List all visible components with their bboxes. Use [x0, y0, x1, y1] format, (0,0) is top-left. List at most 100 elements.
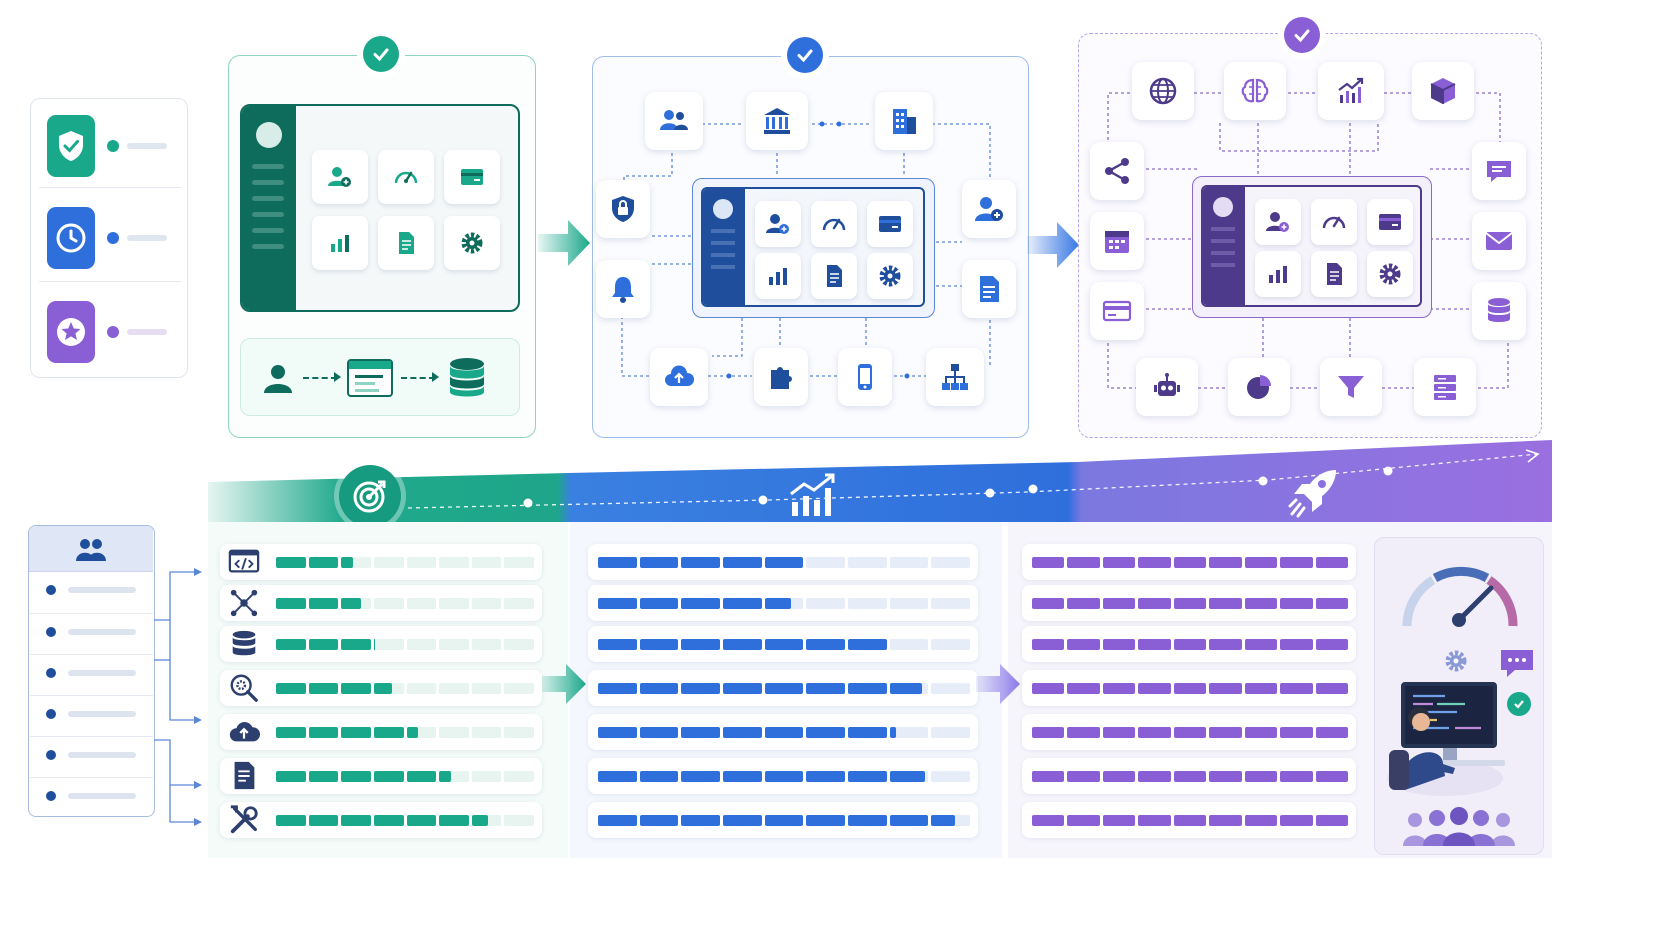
- progress-segment: [373, 771, 404, 782]
- team-list-item: [30, 695, 153, 735]
- gear-icon: [444, 216, 500, 270]
- document-icon: [1311, 251, 1357, 297]
- calendar-icon: [1090, 212, 1144, 270]
- roadmap-row-green: [220, 670, 542, 706]
- database-icon: [228, 628, 262, 662]
- progress-segment: [276, 598, 306, 609]
- progress-segment: [1067, 598, 1100, 609]
- roadmap-row-blue: [588, 802, 978, 838]
- progress-segment: [308, 771, 339, 782]
- progress-segment: [1244, 639, 1278, 650]
- stage-1-flow: [240, 338, 520, 416]
- stage-1-check-icon: [363, 36, 399, 72]
- shield-lock-icon: [596, 180, 650, 238]
- network-icon: [228, 587, 262, 621]
- progress-segment: [806, 683, 845, 694]
- bar-chart-icon: [755, 253, 801, 299]
- progress-segment: [1067, 727, 1100, 738]
- progress-segment: [276, 639, 306, 650]
- user-icon: [261, 361, 295, 395]
- progress-segment: [806, 727, 845, 738]
- target-icon: [339, 465, 401, 527]
- gear-icon: [1367, 251, 1413, 297]
- code-icon: [228, 546, 262, 580]
- users-icon: [645, 92, 703, 150]
- progress-segment: [1032, 683, 1065, 694]
- progress-segment: [681, 683, 720, 694]
- phase-green-to-blue-arrow: [542, 662, 586, 706]
- progress-segment: [341, 639, 371, 650]
- progress-segment: [308, 598, 339, 609]
- roadmap-row-green: [220, 585, 542, 621]
- progress-segment: [1315, 639, 1348, 650]
- roadmap-row-green: [220, 802, 542, 838]
- stage-2-connectors: [621, 121, 991, 379]
- progress-segment: [1244, 683, 1278, 694]
- office-building-icon: [875, 92, 933, 150]
- progress-segment: [681, 598, 720, 609]
- progress-segment: [1067, 815, 1100, 826]
- progress-segment: [848, 727, 887, 738]
- progress-segment: [889, 815, 929, 826]
- roadmap-row-purple: [1022, 626, 1356, 662]
- progress-segment: [1102, 771, 1136, 782]
- progress-segment: [1032, 557, 1065, 568]
- progress-segment: [1102, 815, 1136, 826]
- progress-segment: [639, 727, 679, 738]
- avatar: [1213, 197, 1233, 217]
- document-icon: [811, 253, 857, 299]
- progress-segment: [1315, 771, 1348, 782]
- progress-segment: [1138, 557, 1171, 568]
- gauge-icon: [1311, 199, 1357, 245]
- document-icon: [378, 216, 434, 270]
- progress-segment: [1102, 557, 1136, 568]
- progress-segment: [1315, 727, 1348, 738]
- progress-segment: [806, 815, 845, 826]
- progress-segment: [1032, 815, 1065, 826]
- progress-segment: [1315, 683, 1348, 694]
- chat-icon: [1472, 142, 1526, 200]
- funnel-icon: [1320, 358, 1382, 416]
- progress-segment: [1173, 557, 1207, 568]
- progress-segment: [889, 683, 922, 694]
- progress-segment: [373, 683, 393, 694]
- hierarchy-icon: [926, 348, 984, 406]
- progress-segment: [848, 771, 887, 782]
- progress-segment: [1280, 598, 1313, 609]
- progress-segment: [889, 771, 926, 782]
- progress-segment: [308, 639, 339, 650]
- dashboard-sidebar: [703, 189, 745, 305]
- progress-segment: [848, 639, 887, 650]
- cube-icon: [1412, 62, 1474, 120]
- roadmap-row-blue: [588, 544, 978, 580]
- progress-segment: [764, 727, 804, 738]
- add-user-icon: [1255, 199, 1301, 245]
- legend-item-time: [47, 207, 177, 269]
- progress-segment: [1244, 815, 1278, 826]
- progress-segment: [598, 771, 637, 782]
- progress-segment: [1173, 598, 1207, 609]
- roadmap-row-blue: [588, 585, 978, 621]
- progress-segment: [931, 815, 956, 826]
- progress-segment: [1209, 598, 1242, 609]
- payment-card-icon: [1090, 282, 1144, 340]
- progress-segment: [1102, 639, 1136, 650]
- progress-segment: [639, 771, 679, 782]
- progress-segment: [681, 727, 720, 738]
- progress-segment: [764, 771, 804, 782]
- dashboard-sidebar: [242, 106, 296, 310]
- progress-segment: [1315, 598, 1348, 609]
- pie-chart-icon: [1228, 358, 1290, 416]
- progress-segment: [308, 683, 339, 694]
- progress-segment: [406, 727, 418, 738]
- progress-segment: [848, 683, 887, 694]
- puzzle-icon: [754, 348, 808, 406]
- roadmap-header-ribbon: [208, 440, 1552, 522]
- progress-segment: [764, 815, 804, 826]
- progress-segment: [1280, 771, 1313, 782]
- roadmap-row-purple: [1022, 758, 1356, 794]
- legend-item-security: [47, 115, 177, 177]
- gauge-icon: [378, 150, 434, 204]
- check-icon: [1507, 692, 1531, 716]
- stage-1-dashboard: [240, 104, 520, 312]
